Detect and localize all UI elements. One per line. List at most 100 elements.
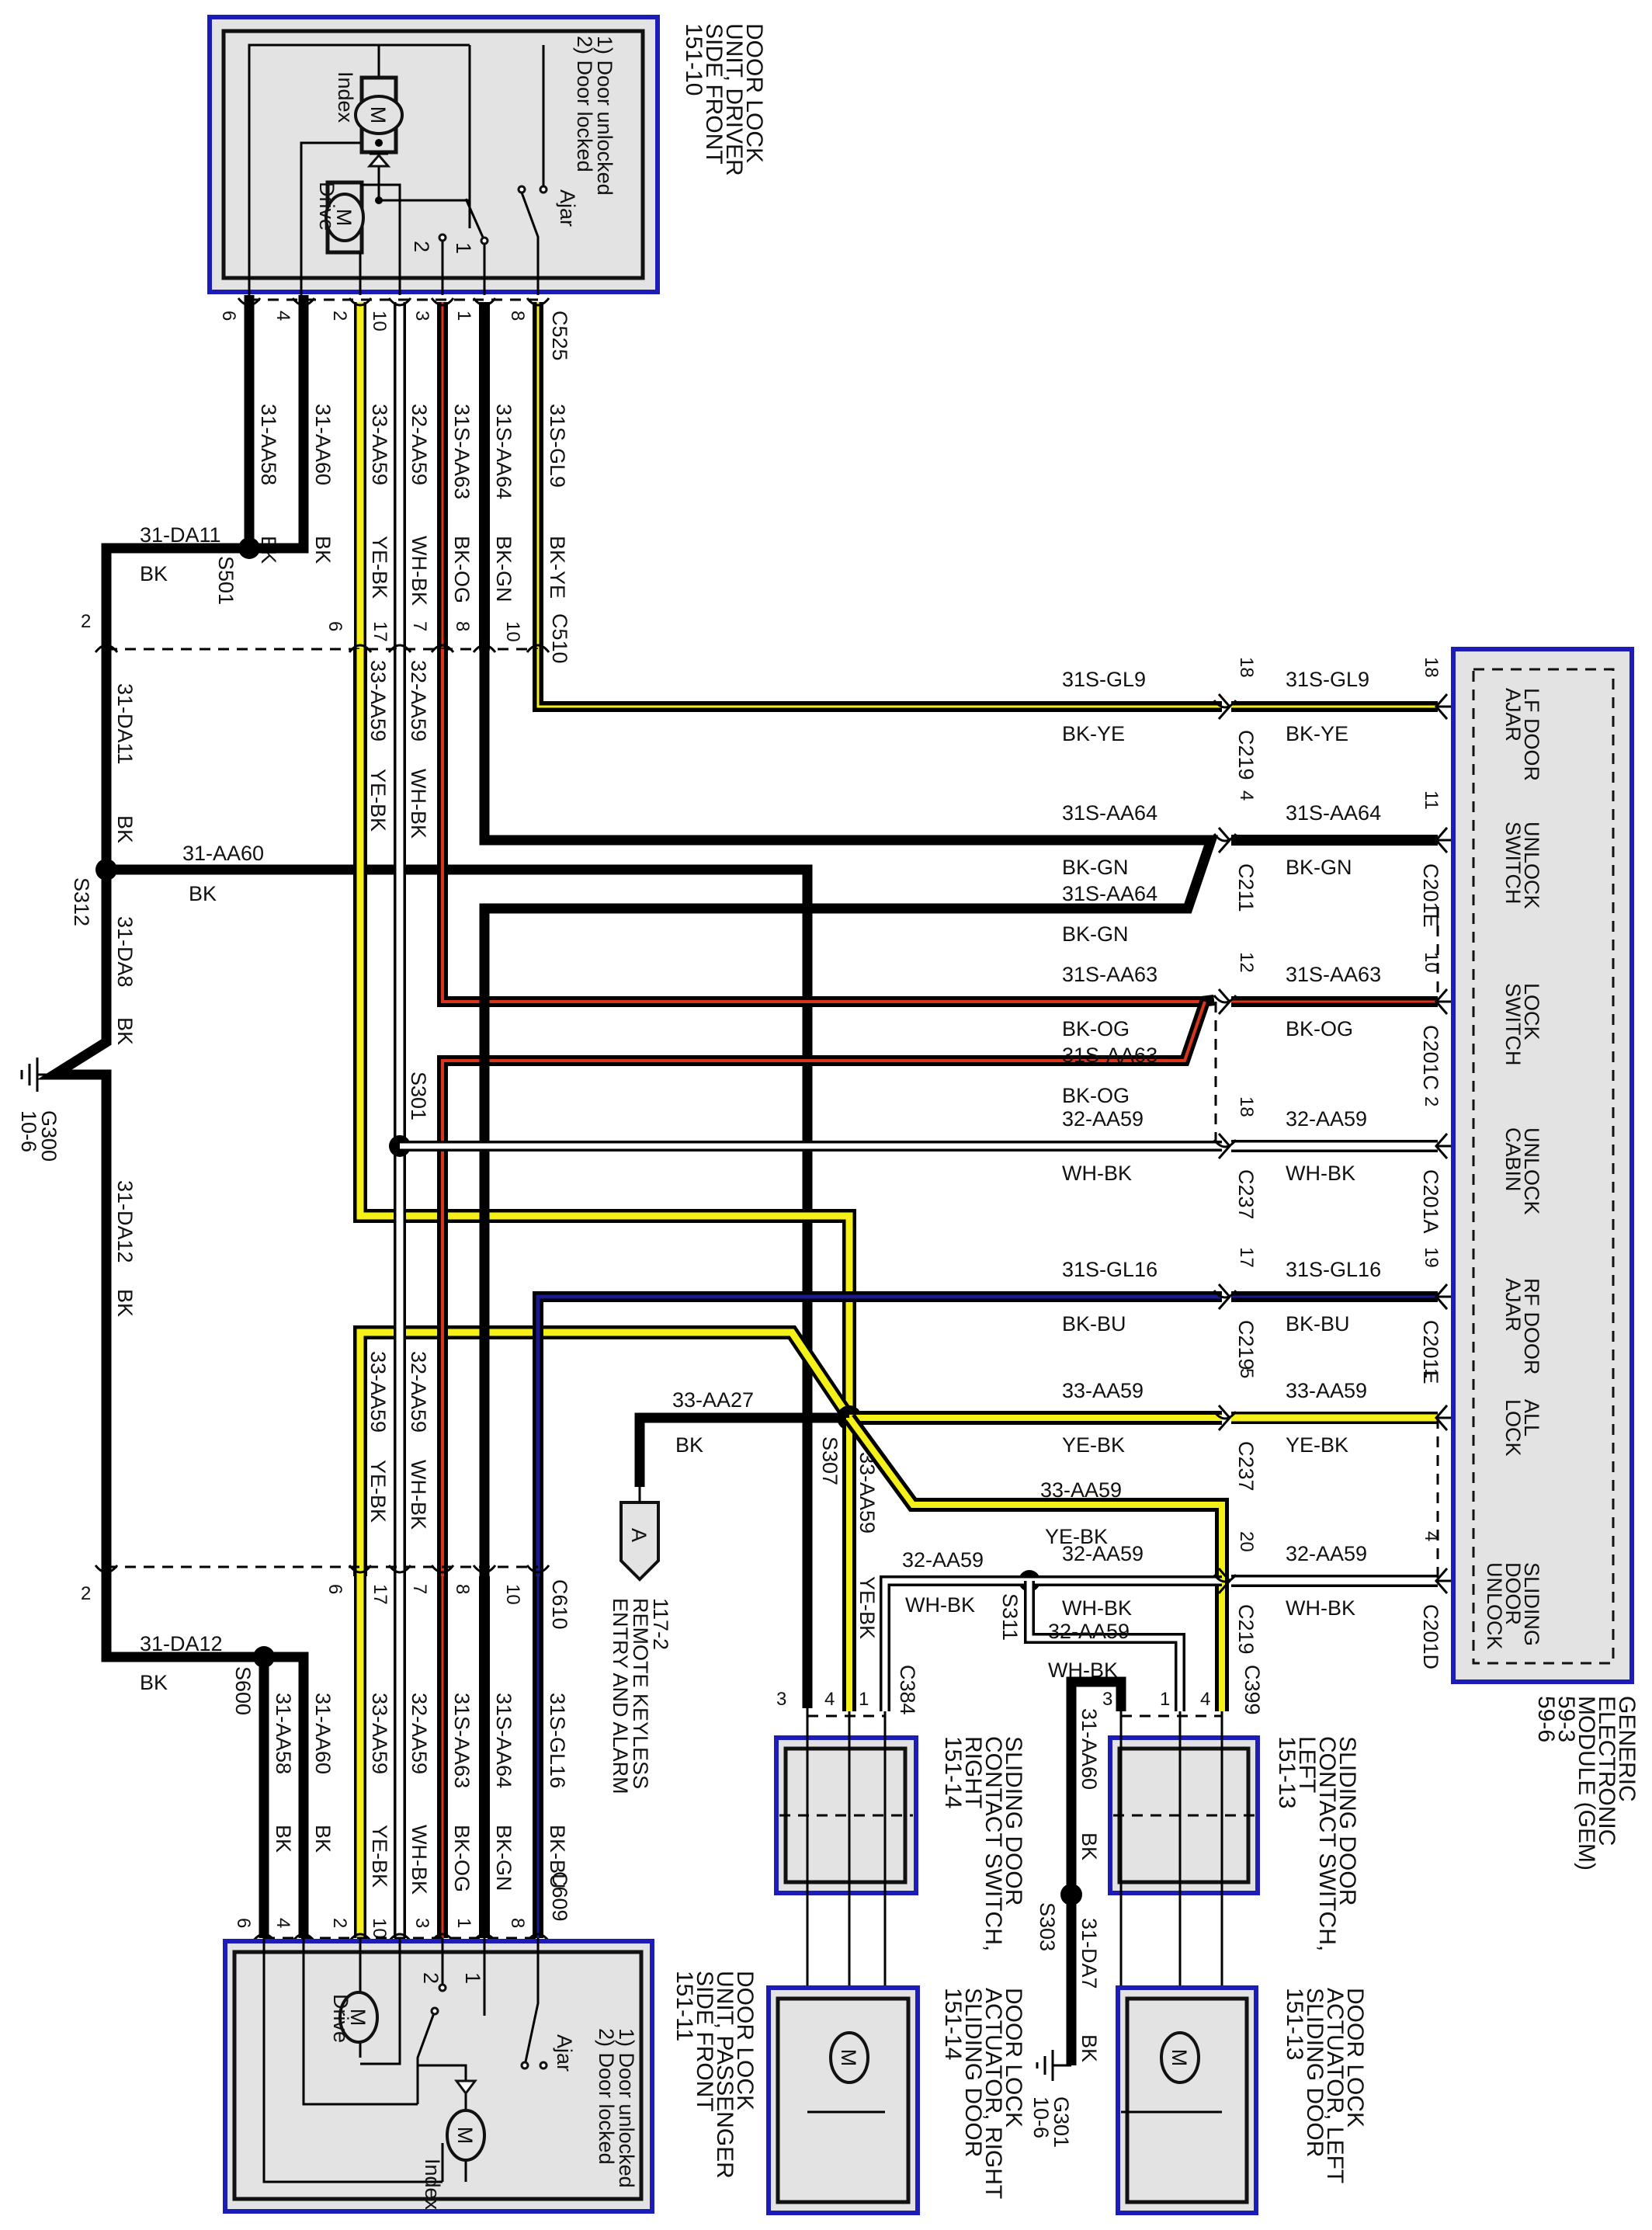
gem-row: 31S-AA64BK-GN31S-AA64BK-GN31S-AA64BK-GN4… (1062, 790, 1475, 946)
connector-c610: C610 (106, 1565, 571, 1630)
inline-pin-label: 4 (1236, 790, 1257, 801)
drive-label: Drive (329, 1994, 352, 2043)
right-color-label: WH-BK (1286, 1596, 1355, 1620)
ajar-label: Ajar (556, 189, 579, 227)
g301-ref: 10-6 (1029, 2096, 1053, 2138)
gem-function-line: SWITCH (1501, 983, 1525, 1065)
ground-lower-circuit: 31-DA12 (140, 1632, 223, 1655)
terminal-icon (526, 1565, 550, 1574)
midlow-yebk-circuit: 33-AA59 (366, 1351, 390, 1433)
inline-connector-label: C219 (1234, 730, 1258, 780)
c609-label: C609 (548, 1871, 571, 1922)
switch-pos-1: 1 (461, 1972, 484, 1984)
ajar-label: Ajar (553, 2034, 576, 2072)
terminal-icon (348, 297, 373, 307)
svg-text:UNIT, DRIVER: UNIT, DRIVER (721, 23, 747, 176)
mid-yebk-color: YE-BK (366, 769, 390, 832)
legend-line-1: 1) Door unlocked (615, 2028, 638, 2188)
ground-g300-icon (20, 1058, 54, 1092)
inline-pin-label: 20 (1236, 1531, 1257, 1552)
inline-connector-label: C219 (1234, 1320, 1258, 1370)
c610-pin: 10 (502, 1584, 523, 1605)
c525-pin: 8 (507, 311, 528, 321)
s301-label: S301 (407, 1072, 430, 1120)
terminal-icon (526, 297, 550, 307)
gem-connector-label: C201C (1419, 1025, 1442, 1090)
gem-function-line: CABIN (1501, 1127, 1525, 1192)
drive-label: Drive (315, 182, 338, 231)
s303-branch-color: BK (1078, 1832, 1101, 1860)
svg-text:CONTACT SWITCH,: CONTACT SWITCH, (1314, 1736, 1340, 1951)
gem-terminal-icon (1435, 827, 1449, 853)
switch-pos-2: 2 (410, 241, 433, 252)
midlow-whbk-circuit: 32-AA59 (407, 1351, 430, 1433)
gem-pin-label: 1 (1421, 1368, 1442, 1378)
svg-text:1: 1 (859, 1689, 869, 1710)
motor-icon: M (829, 2031, 869, 2084)
middle-harness: S301 A 117-2 REMOTE KEYLESS ENTRY AND (353, 649, 1229, 2148)
s303-ground-circuit: 31-DA7 (1078, 1918, 1101, 1989)
terminal-icon (1213, 700, 1237, 709)
svg-text:SLIDING DOOR: SLIDING DOOR (1334, 1736, 1360, 1905)
svg-text:3: 3 (1102, 1689, 1112, 1710)
svg-text:GENERIC: GENERIC (1614, 1696, 1640, 1802)
svg-text:SIDE FRONT: SIDE FRONT (692, 1971, 717, 2112)
g301-label: G301 (1050, 2096, 1073, 2148)
svg-text:DOOR LOCK: DOOR LOCK (732, 1971, 758, 2110)
left-circuit-label: 31S-AA64 (1062, 801, 1157, 825)
index-label: Index (334, 71, 357, 123)
s312-branch-circuit: 31-AA60 (182, 842, 264, 865)
switch-pos-1: 1 (452, 242, 475, 254)
driver-door-lock-title: DOOR LOCK UNIT, DRIVER SIDE FRONT 151-10 (681, 23, 767, 176)
c609-pin: 2 (329, 1918, 350, 1928)
inline-terminal-icon (1217, 693, 1231, 720)
wire-circuit-label: 31S-AA63 (450, 404, 474, 499)
gem-function-line: LOCK (1501, 1399, 1525, 1457)
terminal-icon (430, 1565, 455, 1574)
switch-pos-2: 2 (419, 1972, 442, 1984)
left-circuit-label: 31S-GL16 (1062, 1258, 1157, 1281)
c525-label: C525 (548, 311, 571, 361)
wire-circuit-label: 31S-AA63 (450, 1693, 474, 1788)
c610-pin: 17 (370, 1584, 390, 1605)
c510-pin: 10 (502, 621, 523, 642)
lower-vertical-circuit: 31-DA12 (113, 1180, 137, 1263)
diode-icon (366, 152, 391, 168)
terminal-icon (1213, 1574, 1237, 1583)
passenger-door-lock-unit: M M Drive Index Ajar 1 2 1) Door unlocke… (223, 1938, 758, 2214)
wire-circuit-label: 31S-GL9 (546, 404, 569, 488)
right-circuit-label: 32-AA59 (1286, 1107, 1367, 1131)
svg-text:151-13: 151-13 (1282, 1988, 1307, 2060)
gem-function-line: LOCK (1520, 983, 1543, 1040)
gem-terminal-icon (1435, 1133, 1449, 1159)
wire-circuit-label: 31S-AA64 (492, 1693, 515, 1788)
left2-circuit-label: 31S-AA63 (1062, 1044, 1157, 1067)
inline-terminal-icon (1217, 1283, 1231, 1310)
svg-text:59-3: 59-3 (1553, 1696, 1579, 1742)
svg-text:151-11: 151-11 (672, 1971, 697, 2041)
wire-circuit-label: 31-AA60 (311, 1693, 335, 1774)
c525-pin: 2 (329, 311, 350, 321)
inline-connector-label: C211 (1234, 863, 1258, 912)
right-circuit-label: 31S-GL9 (1286, 668, 1369, 691)
sliding-right-title: SLIDING DOOR CONTACT SWITCH, RIGHT 151-1… (940, 1736, 1026, 1951)
c525-pin: 6 (218, 311, 239, 321)
terminal-icon (387, 297, 412, 307)
index-motor-icon: M (446, 2109, 486, 2162)
terminal-icon (472, 644, 497, 653)
ground-upper-vertical: 31-DA11 (113, 683, 137, 765)
wire-circuit-label: 31S-AA64 (492, 404, 515, 499)
left-color-label: BK-OG (1062, 1017, 1130, 1040)
gem-function-line: SWITCH (1501, 821, 1525, 904)
gem-pin-label: 2 (1421, 1096, 1442, 1106)
wire-color-label: BK-OG (450, 1825, 474, 1892)
gem-terminal-icon (1435, 693, 1449, 720)
wire-color-label: YE-BK (368, 536, 391, 599)
connector-c609: C609 (264, 1871, 571, 1940)
inline-pin-label: 18 (1236, 657, 1257, 678)
s307-down-color: YE-BK (856, 1576, 879, 1639)
c609-pin: 6 (233, 1918, 254, 1928)
actuator-left-title: DOOR LOCK ACTUATOR, LEFT SLIDING DOOR 15… (1282, 1988, 1368, 2183)
